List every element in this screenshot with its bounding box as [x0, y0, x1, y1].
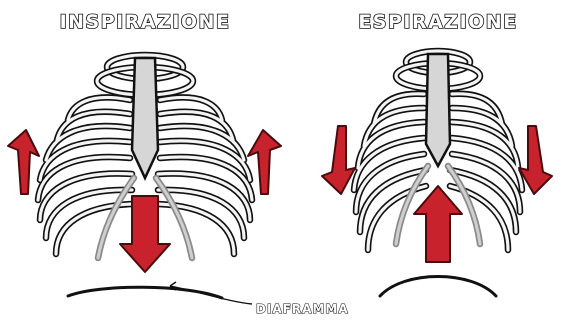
expiration-sternum	[426, 54, 450, 166]
expiration-panel: ESPIRAZIONE	[322, 11, 552, 296]
inspiration-title: INSPIRAZIONE	[60, 11, 231, 33]
inspiration-left-up-arrow	[8, 130, 39, 194]
expiration-diaphragm-line	[380, 277, 496, 297]
expiration-left-down-arrow	[322, 126, 355, 194]
expiration-title: ESPIRAZIONE	[358, 11, 517, 33]
expiration-center-up-arrow	[414, 186, 462, 262]
inspiration-sternum	[132, 58, 158, 178]
diaphragm-label: DIAFRAMMA	[256, 302, 349, 316]
inspiration-panel: INSPIRAZIONE	[8, 11, 281, 298]
inspiration-right-up-arrow	[248, 130, 281, 194]
